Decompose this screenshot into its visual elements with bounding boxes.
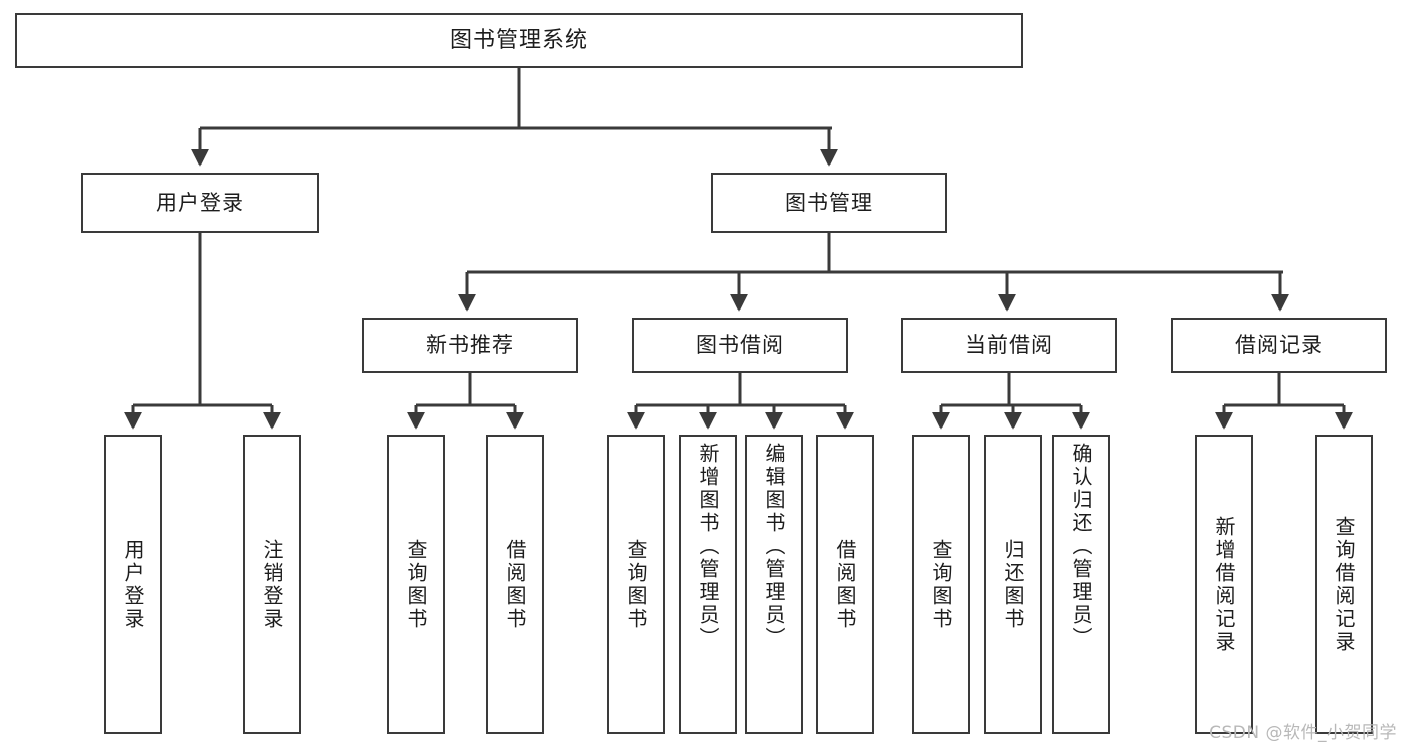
watermark: CSDN @软件_小贺同学 xyxy=(1209,723,1397,743)
node-leaf-1[interactable]: 注销登录 xyxy=(243,435,301,734)
node-leaf-5[interactable]: 新增图书（管理员） xyxy=(679,435,737,734)
node-leaf-10[interactable]: 确认归还（管理员） xyxy=(1052,435,1110,734)
node-level2-0[interactable]: 新书推荐 xyxy=(362,318,578,373)
node-level2-3[interactable]: 借阅记录 xyxy=(1171,318,1387,373)
node-level1-0[interactable]: 用户登录 xyxy=(81,173,319,233)
node-level2-1[interactable]: 图书借阅 xyxy=(632,318,848,373)
node-label: 图书借阅 xyxy=(696,333,784,358)
node-label: 归还图书 xyxy=(1001,538,1025,631)
node-level2-2[interactable]: 当前借阅 xyxy=(901,318,1117,373)
node-label: 图书管理系统 xyxy=(449,27,588,53)
node-label: 借阅记录 xyxy=(1235,333,1323,358)
node-label: 用户登录 xyxy=(156,190,244,215)
node-label: 用户登录 xyxy=(121,538,145,631)
node-label: 编辑图书（管理员） xyxy=(762,443,786,650)
node-label: 新增借阅记录 xyxy=(1212,515,1236,654)
node-leaf-0[interactable]: 用户登录 xyxy=(104,435,162,734)
node-label: 注销登录 xyxy=(260,538,284,631)
node-label: 确认归还（管理员） xyxy=(1069,443,1093,650)
node-label: 新增图书（管理员） xyxy=(696,443,720,650)
node-label: 查询图书 xyxy=(404,538,428,631)
node-label: 查询图书 xyxy=(624,538,648,631)
node-label: 借阅图书 xyxy=(833,538,857,631)
node-label: 图书管理 xyxy=(785,190,873,215)
node-leaf-3[interactable]: 借阅图书 xyxy=(486,435,544,734)
node-root[interactable]: 图书管理系统 xyxy=(15,13,1023,68)
node-label: 查询图书 xyxy=(929,538,953,631)
node-leaf-2[interactable]: 查询图书 xyxy=(387,435,445,734)
node-label: 新书推荐 xyxy=(426,333,514,358)
node-leaf-4[interactable]: 查询图书 xyxy=(607,435,665,734)
node-leaf-6[interactable]: 编辑图书（管理员） xyxy=(745,435,803,734)
node-label: 查询借阅记录 xyxy=(1332,515,1356,654)
node-leaf-11[interactable]: 新增借阅记录 xyxy=(1195,435,1253,734)
node-label: 当前借阅 xyxy=(965,333,1053,358)
node-leaf-12[interactable]: 查询借阅记录 xyxy=(1315,435,1373,734)
node-label: 借阅图书 xyxy=(503,538,527,631)
node-level1-1[interactable]: 图书管理 xyxy=(711,173,947,233)
node-leaf-8[interactable]: 查询图书 xyxy=(912,435,970,734)
node-leaf-9[interactable]: 归还图书 xyxy=(984,435,1042,734)
node-leaf-7[interactable]: 借阅图书 xyxy=(816,435,874,734)
